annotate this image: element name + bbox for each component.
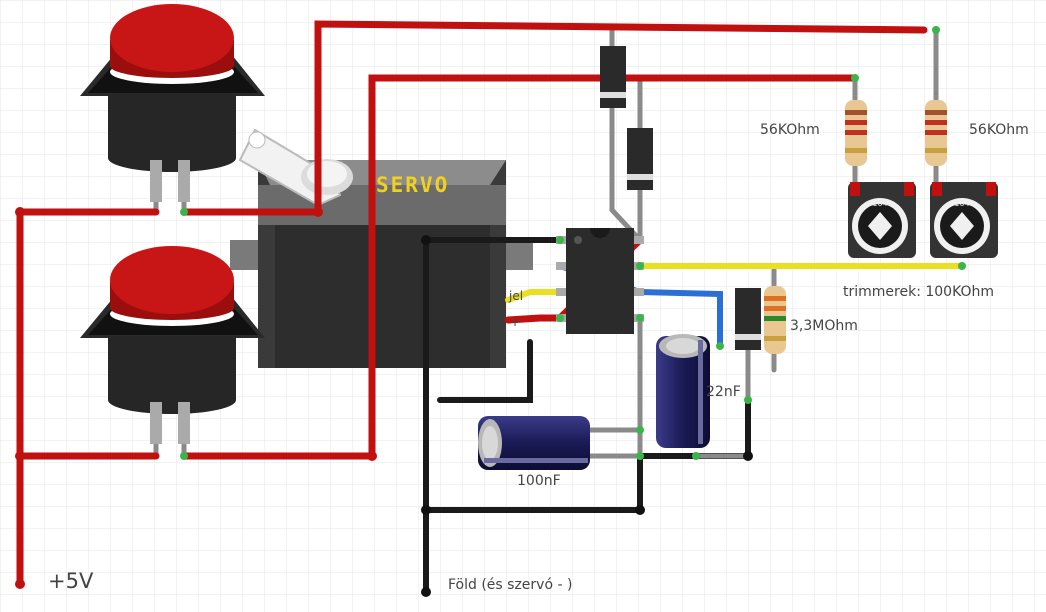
servo-pin-plus-label: + [510, 315, 520, 329]
resistor-56k-right [925, 100, 947, 166]
wires-yellow [505, 263, 965, 303]
supply-label: +5V [48, 569, 94, 593]
resistor-mid-label: 3,3MOhm [790, 318, 858, 334]
servo-motor: SERVO [230, 128, 533, 368]
trimmer-right: 104 [930, 182, 998, 258]
servo-label: SERVO [376, 173, 449, 197]
resistor-left-label: 56KOhm [760, 122, 820, 138]
red-junctions [15, 207, 377, 589]
diode-1 [600, 46, 626, 108]
servo-pin-signal-label: jel [508, 289, 523, 303]
resistor-3m3 [764, 286, 786, 354]
trimmers-label: trimmerek: 100KOhm [843, 284, 994, 300]
resistor-right-label: 56KOhm [969, 122, 1029, 138]
diode-2 [627, 128, 653, 190]
cap-small-label: 22nF [706, 384, 741, 400]
trimmer-left: 104 [848, 182, 916, 258]
capacitor-horizontal [478, 416, 590, 470]
ground-label: Föld (és szervó - ) [448, 577, 572, 593]
trimmer-left-code: 104 [872, 199, 887, 208]
cap-bottom-label: 100nF [517, 473, 561, 489]
ic-chip [556, 228, 644, 334]
push-button-bottom [80, 246, 265, 444]
capacitor-vertical [656, 334, 710, 448]
resistor-56k-left [845, 100, 867, 166]
pin-markers [180, 26, 966, 460]
junction-dots [421, 235, 753, 597]
diode-3 [735, 288, 761, 350]
wires-red [16, 20, 928, 588]
trimmer-right-code: 104 [954, 199, 969, 208]
push-button-top [80, 4, 265, 202]
